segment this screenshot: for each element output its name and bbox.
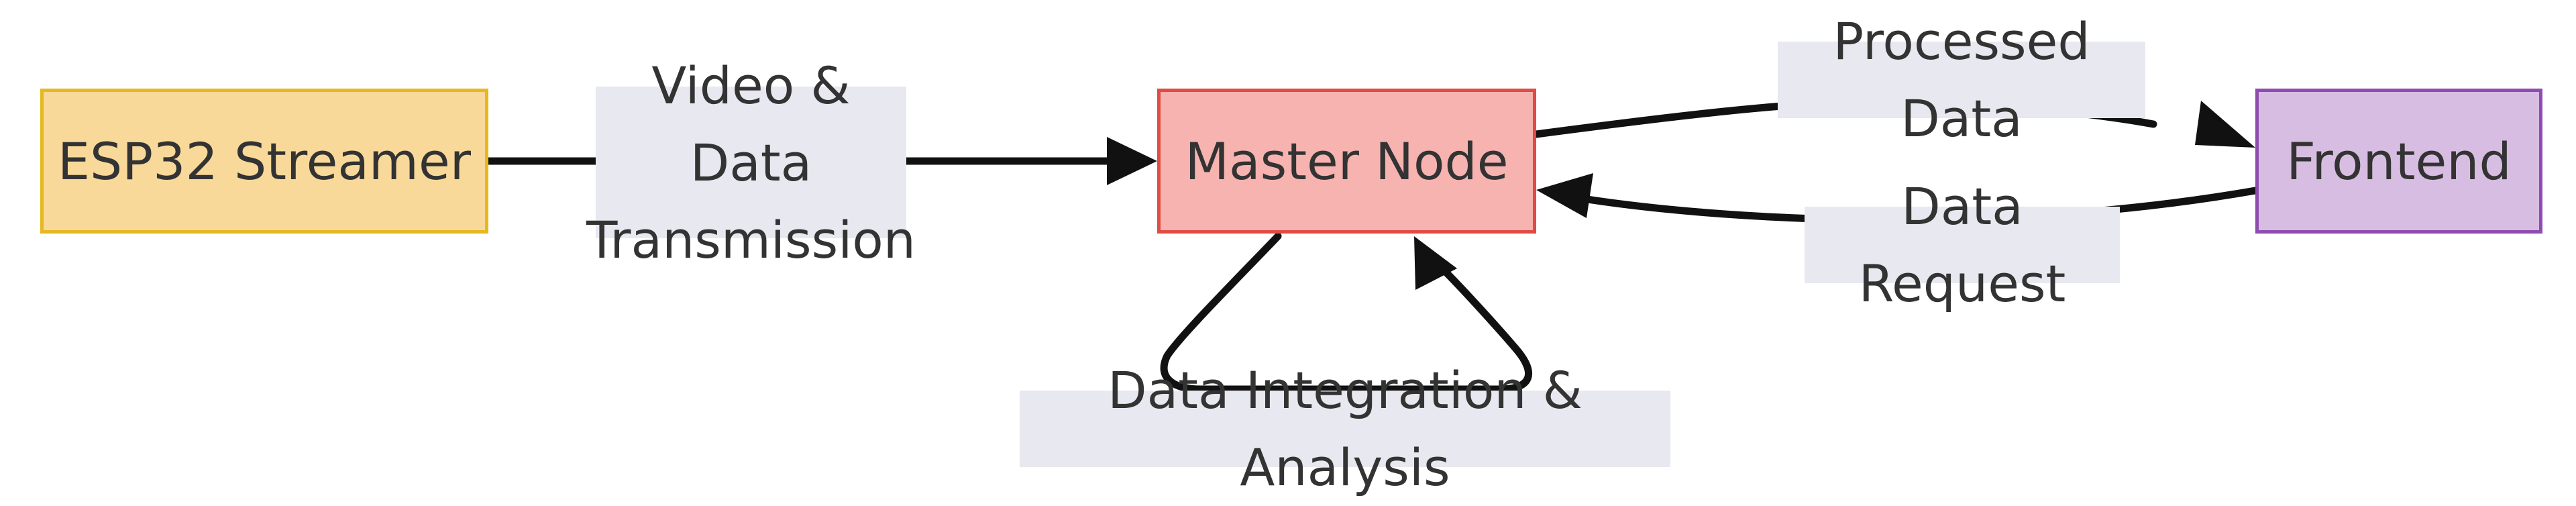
edge-label-data-request: Data Request [1805,176,2120,313]
arrow-head-master-to-frontend [2195,101,2255,148]
node-esp32-streamer-label: ESP32 Streamer [58,131,471,191]
node-master-label: Master Node [1185,131,1509,191]
arrow-head-master-self-loop [1414,236,1457,290]
edge-label-data-integration: Data Integration & Analysis [1020,360,1670,497]
arrow-head-frontend-to-master [1536,173,1593,218]
edge-label-video-data: Video & Data Transmission [586,55,916,270]
edge-master-self-loop [1160,232,1533,393]
node-esp32-streamer[interactable]: ESP32 Streamer [40,89,488,234]
arrow-head-esp32-to-master [1107,137,1157,185]
node-master[interactable]: Master Node [1157,89,1536,234]
node-frontend-label: Frontend [2286,131,2512,191]
edge-label-processed-data: Processed Data [1778,11,2145,148]
node-frontend[interactable]: Frontend [2255,89,2542,234]
